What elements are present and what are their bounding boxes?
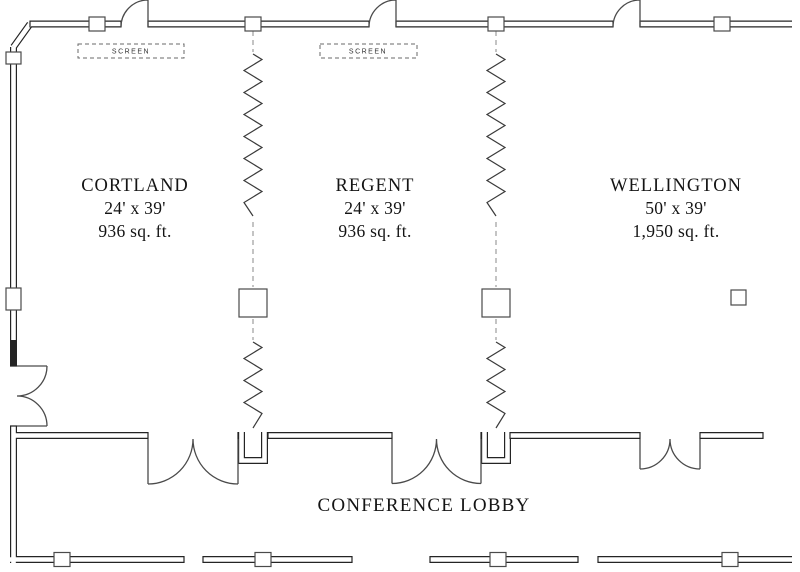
room-label-regent: REGENT 24' x 39' 936 sq. ft. [336, 176, 415, 241]
screen-label: SCREEN [112, 49, 150, 56]
accordion-partition-upper [242, 53, 264, 217]
partition-cortland-regent [238, 31, 268, 429]
wall-column [487, 16, 505, 32]
screen-outline [77, 43, 185, 59]
double-door-cortland-lobby [147, 438, 239, 485]
room-area: 936 sq. ft. [338, 221, 411, 241]
accordion-partition-upper [485, 53, 507, 217]
accordion-partition-lower [242, 341, 264, 429]
structural-column [238, 288, 268, 318]
wall-jamb-caps [10, 20, 764, 563]
room-dimensions: 24' x 39' [344, 198, 406, 218]
double-door-left-wall [16, 365, 48, 427]
structural-column [481, 288, 511, 318]
door-swing-top-wellington [612, 0, 641, 28]
wall-column [88, 16, 106, 32]
double-door-wellington-lobby [639, 438, 701, 470]
room-dimensions: 50' x 39' [645, 198, 707, 218]
double-door-regent-lobby [391, 438, 482, 485]
wall-column [713, 16, 731, 32]
door-swing-top-cortland [120, 0, 149, 28]
freestanding-column [730, 289, 747, 306]
lobby-label: CONFERENCE LOBBY [318, 495, 531, 516]
room-label-wellington: WELLINGTON 50' x 39' 1,950 sq. ft. [610, 176, 742, 241]
wall-column [5, 287, 22, 311]
room-label-cortland: CORTLAND 24' x 39' 936 sq. ft. [81, 176, 189, 241]
room-area: 1,950 sq. ft. [632, 221, 719, 241]
wall-column [244, 16, 262, 32]
wall-column [254, 551, 272, 568]
wall-column [721, 551, 739, 568]
room-name: WELLINGTON [610, 176, 742, 196]
wall-column [53, 551, 71, 568]
room-area: 936 sq. ft. [98, 221, 171, 241]
wall-solid-segment [10, 340, 17, 366]
top-doors [120, 0, 641, 28]
accordion-partition-lower [485, 341, 507, 429]
room-dimensions: 24' x 39' [104, 198, 166, 218]
walls [10, 20, 792, 563]
screen-outline [319, 43, 418, 59]
screen-label: SCREEN [349, 49, 387, 56]
projection-screen-regent: SCREEN [319, 43, 418, 59]
room-name: REGENT [336, 176, 415, 196]
columns [5, 16, 747, 568]
wall-column [489, 551, 507, 568]
door-swing-top-regent [368, 0, 397, 28]
partition-regent-wellington [481, 31, 511, 429]
wall-column [5, 51, 22, 65]
room-name: CORTLAND [81, 176, 189, 196]
lobby-doors [16, 365, 701, 485]
projection-screen-cortland: SCREEN [77, 43, 185, 59]
